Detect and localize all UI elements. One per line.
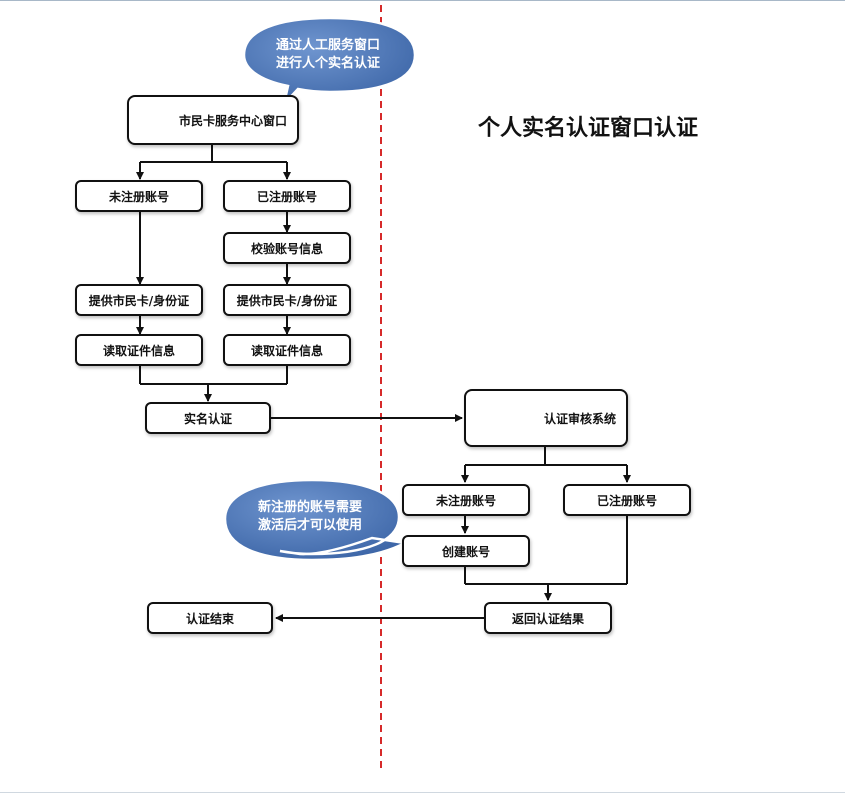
left-unregistered-node: 未注册账号: [75, 180, 203, 212]
provide-card-right-label: 提供市民卡/身份证: [236, 293, 338, 308]
provide-card-right-node: 提供市民卡/身份证: [223, 284, 351, 316]
read-cert-left-node: 读取证件信息: [75, 334, 203, 366]
top-callout-line1: 通过人工服务窗口: [275, 38, 380, 53]
bottom-callout-line2: 激活后才可以使用: [257, 518, 362, 533]
create-account-label: 创建账号: [441, 544, 490, 559]
right-unregistered-node: 未注册账号: [402, 484, 530, 516]
auth-system-label: 认证审核系统: [544, 411, 617, 426]
service-window-node: 市民卡服务中心窗口: [127, 95, 299, 145]
top-callout-line2: 进行人个实名认证: [275, 56, 380, 71]
right-registered-node: 已注册账号: [563, 484, 691, 516]
create-account-node: 创建账号: [402, 535, 530, 567]
top-border: [0, 0, 845, 1]
real-name-auth-label: 实名认证: [183, 411, 232, 426]
auth-end-label: 认证结束: [185, 611, 234, 626]
read-cert-right-node: 读取证件信息: [223, 334, 351, 366]
service-window-label: 市民卡服务中心窗口: [179, 113, 288, 128]
page-title: 个人实名认证窗口认证: [478, 115, 699, 141]
left-registered-label: 已注册账号: [256, 189, 317, 204]
verify-account-label: 校验账号信息: [250, 241, 323, 256]
auth-system-node: 认证审核系统: [464, 389, 628, 447]
right-registered-label: 已注册账号: [596, 493, 657, 508]
bottom-callout-text: 新注册的账号需要 激活后才可以使用: [240, 499, 380, 535]
read-cert-left-label: 读取证件信息: [102, 343, 175, 358]
top-callout-text: 通过人工服务窗口 进行人个实名认证: [258, 37, 398, 73]
real-name-auth-node: 实名认证: [145, 402, 271, 434]
bottom-border: [0, 792, 845, 793]
bottom-callout-bubble: [223, 478, 409, 562]
right-unregistered-label: 未注册账号: [435, 493, 496, 508]
read-cert-right-label: 读取证件信息: [250, 343, 323, 358]
auth-end-node: 认证结束: [147, 602, 273, 634]
provide-card-left-label: 提供市民卡/身份证: [88, 293, 190, 308]
return-result-node: 返回认证结果: [484, 602, 612, 634]
verify-account-node: 校验账号信息: [223, 232, 351, 264]
return-result-label: 返回认证结果: [511, 611, 584, 626]
provide-card-left-node: 提供市民卡/身份证: [75, 284, 203, 316]
left-registered-node: 已注册账号: [223, 180, 351, 212]
bottom-callout-line1: 新注册的账号需要: [257, 500, 362, 515]
top-callout-bubble: [242, 16, 417, 109]
left-unregistered-label: 未注册账号: [108, 189, 169, 204]
